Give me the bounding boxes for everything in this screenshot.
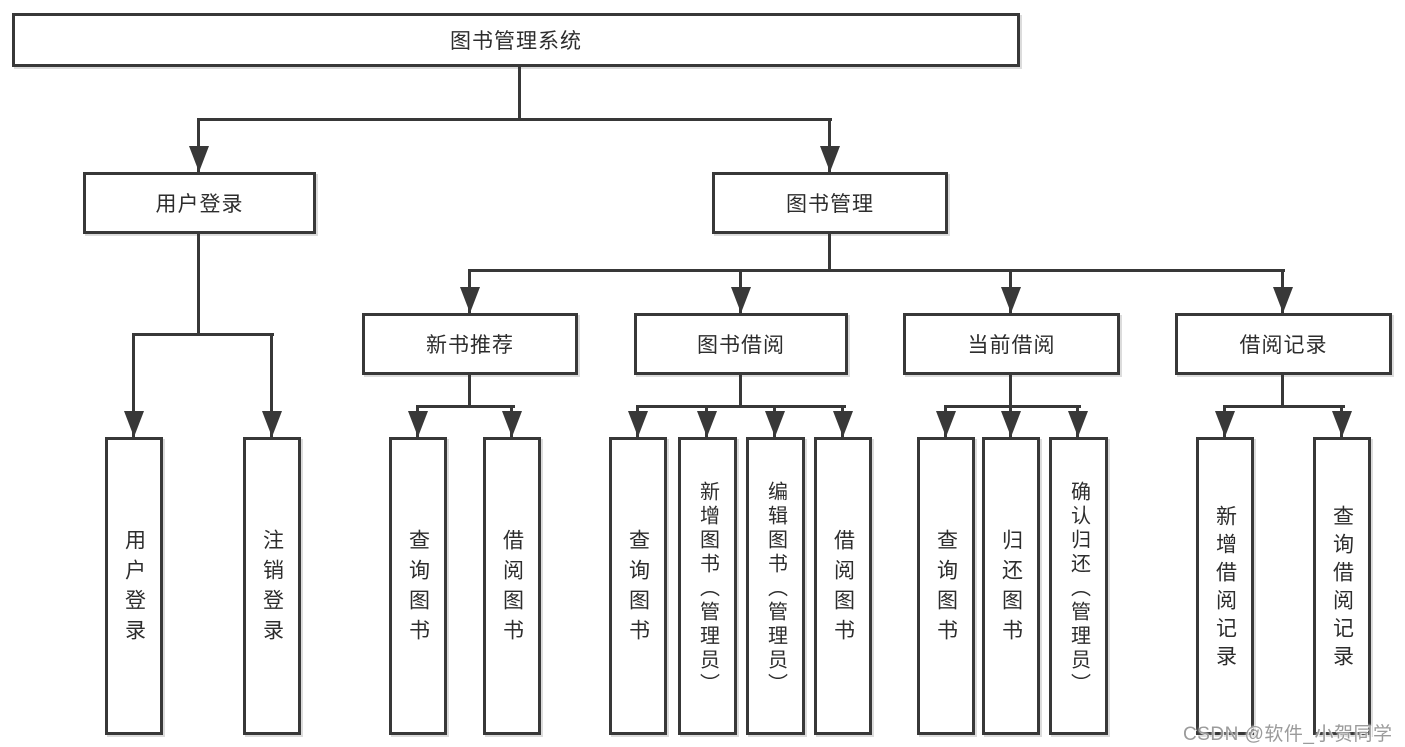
connector-drop-leaf-logout xyxy=(270,333,273,437)
connector-current-borrow-stem xyxy=(1009,372,1012,408)
node-library-system-label: 图书管理系统 xyxy=(450,30,582,53)
connector-drop-user-login xyxy=(197,118,200,172)
connector-user-login-stem xyxy=(197,231,200,336)
arrow-down-icon xyxy=(124,411,144,437)
leaf-newrec-query-books: 查询图书 xyxy=(389,437,447,735)
arrow-down-icon xyxy=(1068,411,1088,437)
leaf-add-borrow-record: 新增借阅记录 xyxy=(1196,437,1254,735)
connector-drop-leaf-user-login xyxy=(132,333,135,437)
leaf-user-login: 用户登录 xyxy=(105,437,163,735)
connector-borrow-records-rail xyxy=(1223,405,1345,408)
arrow-down-icon xyxy=(765,411,785,437)
leaf-query-borrow-record-label: 查询借阅记录 xyxy=(1330,505,1354,673)
node-new-book-recommend: 新书推荐 xyxy=(362,313,578,375)
node-user-login-label: 用户登录 xyxy=(155,193,244,216)
leaf-query-borrow-record: 查询借阅记录 xyxy=(1313,437,1371,735)
arrow-down-icon xyxy=(1001,411,1021,437)
leaf-borrow-query-books-label: 查询图书 xyxy=(626,529,650,649)
leaf-current-query-books-label: 查询图书 xyxy=(934,529,958,649)
csdn-watermark: CSDN @软件_小贺同学 xyxy=(1183,724,1393,745)
leaf-confirm-return-admin: 确认归还（管理员） xyxy=(1049,437,1108,735)
connector-drop-book-management xyxy=(828,118,831,172)
arrow-down-icon xyxy=(731,287,751,313)
leaf-add-books-admin-label: 新增图书（管理员） xyxy=(696,481,719,697)
connector-borrow-records-stem xyxy=(1281,372,1284,408)
arrow-down-icon xyxy=(1001,287,1021,313)
leaf-add-books-admin: 新增图书（管理员） xyxy=(678,437,737,735)
leaf-newrec-query-books-label: 查询图书 xyxy=(406,529,430,649)
connector-new-book-rail xyxy=(416,405,515,408)
connector-new-book-stem xyxy=(468,372,471,408)
arrow-down-icon xyxy=(628,411,648,437)
leaf-borrow-books: 借阅图书 xyxy=(814,437,872,735)
connector-root-stem xyxy=(518,65,521,120)
connector-book-management-rail xyxy=(468,269,1285,272)
connector-root-rail xyxy=(198,118,832,121)
node-current-borrow-label: 当前借阅 xyxy=(967,334,1056,357)
node-library-system: 图书管理系统 xyxy=(12,13,1020,67)
leaf-edit-books-admin-label: 编辑图书（管理员） xyxy=(764,481,787,697)
node-book-borrow-label: 图书借阅 xyxy=(697,334,785,357)
connector-book-borrow-stem xyxy=(739,372,742,408)
leaf-newrec-borrow-books-label: 借阅图书 xyxy=(500,529,524,649)
arrow-down-icon xyxy=(936,411,956,437)
connector-current-borrow-rail xyxy=(944,405,1081,408)
connector-book-management-stem xyxy=(828,232,831,272)
arrow-down-icon xyxy=(1215,411,1235,437)
arrow-down-icon xyxy=(1332,411,1352,437)
arrow-down-icon xyxy=(460,287,480,313)
leaf-add-borrow-record-label: 新增借阅记录 xyxy=(1213,505,1237,673)
leaf-logout: 注销登录 xyxy=(243,437,301,735)
node-book-management-label: 图书管理 xyxy=(786,193,874,216)
arrow-down-icon xyxy=(262,411,282,437)
node-book-borrow: 图书借阅 xyxy=(634,313,848,375)
node-new-book-recommend-label: 新书推荐 xyxy=(426,334,514,357)
connector-book-borrow-rail xyxy=(636,405,846,408)
leaf-return-books-label: 归还图书 xyxy=(999,529,1023,649)
leaf-edit-books-admin: 编辑图书（管理员） xyxy=(746,437,805,735)
leaf-newrec-borrow-books: 借阅图书 xyxy=(483,437,541,735)
node-borrow-records: 借阅记录 xyxy=(1175,313,1392,375)
leaf-user-login-label: 用户登录 xyxy=(122,529,146,649)
arrow-down-icon xyxy=(408,411,428,437)
connector-user-login-rail xyxy=(132,333,274,336)
arrow-down-icon xyxy=(833,411,853,437)
arrow-down-icon xyxy=(1273,287,1293,313)
node-current-borrow: 当前借阅 xyxy=(903,313,1120,375)
arrow-down-icon xyxy=(697,411,717,437)
node-borrow-records-label: 借阅记录 xyxy=(1239,334,1328,357)
leaf-logout-label: 注销登录 xyxy=(260,529,284,649)
arrow-down-icon xyxy=(820,146,840,172)
node-user-login: 用户登录 xyxy=(83,172,316,234)
leaf-borrow-books-label: 借阅图书 xyxy=(831,529,855,649)
leaf-borrow-query-books: 查询图书 xyxy=(609,437,667,735)
arrow-down-icon xyxy=(502,411,522,437)
leaf-confirm-return-admin-label: 确认归还（管理员） xyxy=(1067,481,1090,697)
node-book-management: 图书管理 xyxy=(712,172,948,234)
leaf-return-books: 归还图书 xyxy=(982,437,1040,735)
arrow-down-icon xyxy=(189,146,209,172)
leaf-current-query-books: 查询图书 xyxy=(917,437,975,735)
